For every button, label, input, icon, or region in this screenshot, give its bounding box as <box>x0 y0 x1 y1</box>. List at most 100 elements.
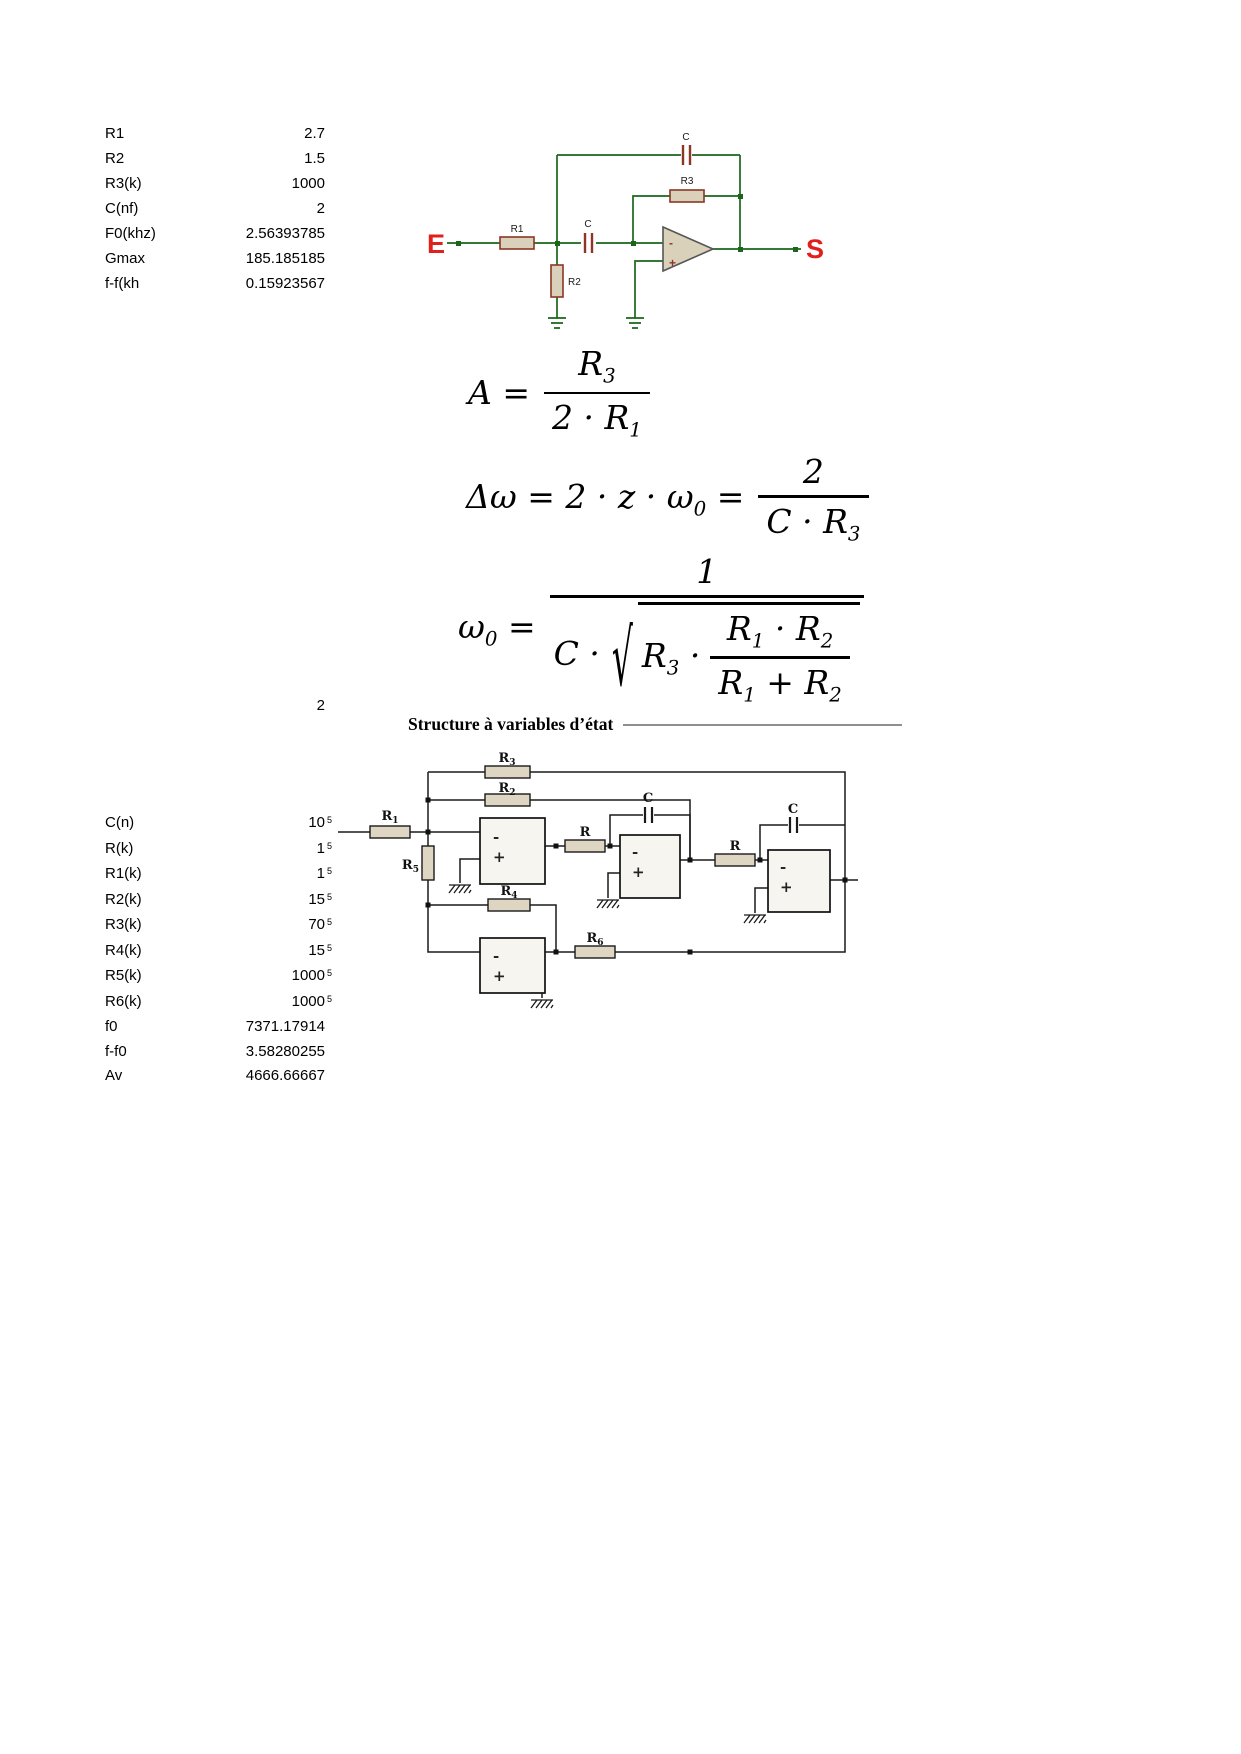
radicand-prefix: R3 · <box>641 635 701 680</box>
fraction-bar <box>758 495 869 498</box>
parameter-table-mfb: R1 2.7 R2 1.5 R3(k) 1000 C(nf) 2 <box>105 121 325 296</box>
table-row: R6(k) 1000 5 <box>105 990 332 1016</box>
param-value: 1.5 <box>304 150 325 167</box>
capacitor-a-icon <box>643 807 654 823</box>
table-row: f0 7371.17914 <box>105 1015 325 1040</box>
param-value: 7371.17914 <box>245 1018 325 1035</box>
label-cb: C <box>788 802 798 817</box>
param-label: R3(k) <box>105 175 142 192</box>
capacitor-series-icon <box>583 233 594 253</box>
param-label: R(k) <box>105 839 134 857</box>
square-root: √ R3 · R1 · R2 R1 + R2 <box>611 601 860 706</box>
param-label: Av <box>105 1067 123 1084</box>
table-row: R4(k) 15 5 <box>105 939 332 965</box>
inner-numerator: R1 · R2 <box>726 608 834 653</box>
param-value: 2.7 <box>304 125 325 142</box>
table-row: Av 4666.66667 <box>105 1064 325 1089</box>
opamp3-plus-label: + <box>780 878 793 896</box>
table-row: R1 2.7 <box>105 121 325 146</box>
output-terminal-label: S <box>806 234 824 264</box>
table-row: R2(k) 15 5 <box>105 888 332 914</box>
param-label: R4(k) <box>105 941 142 959</box>
param-label: R5(k) <box>105 967 142 984</box>
inner-fraction: R1 · R2 R1 + R2 <box>710 608 850 706</box>
radical-sign: √ <box>611 612 633 705</box>
opamp-block-1 <box>479 817 546 885</box>
opamp1-plus-label: + <box>493 848 506 866</box>
capacitor-feedback-icon <box>681 145 692 165</box>
denominator-prefix: C · <box>553 634 600 674</box>
radicand: R3 · R1 · R2 R1 + R2 <box>637 601 860 706</box>
param-value: 4666.66667 <box>245 1067 325 1084</box>
param-label: f-f0 <box>105 1042 127 1060</box>
table-row: Gmax 185.185185 <box>105 246 325 271</box>
resistor-rb-icon <box>714 853 756 867</box>
ground-icon <box>625 317 645 329</box>
input-terminal-label: E <box>427 229 445 259</box>
param-label: C(n) <box>105 814 135 831</box>
formula-lhs: A = <box>468 373 530 413</box>
label-c-series: C <box>584 219 591 230</box>
numerator: 2 <box>802 452 824 491</box>
formula-lhs: ω0 = <box>458 607 536 651</box>
ground-icon <box>530 999 554 1009</box>
param-label: C(nf) <box>105 200 139 217</box>
label-ra: R <box>580 825 591 840</box>
formula-bandwidth: Δω = 2 · z · ω0 = 2 C · R3 <box>466 452 869 545</box>
param-value: 185.185185 <box>245 250 325 267</box>
label-r2: R2 <box>568 277 581 288</box>
formula-gain: A = R3 2 · R1 <box>468 344 650 442</box>
param-value: 1 <box>316 839 325 857</box>
denominator: C · √ R3 · R1 · R2 R1 + R2 <box>550 601 864 706</box>
capacitor-b-icon <box>788 817 799 833</box>
param-label: f0 <box>105 1018 118 1035</box>
label-r4: R4 <box>500 884 517 901</box>
resistor-r5-icon <box>421 845 435 881</box>
ground-icon <box>596 899 620 909</box>
opamp1-minus-label: - <box>493 828 499 846</box>
param-label: R2 <box>105 150 125 167</box>
junction-dots <box>425 797 848 955</box>
fraction: R3 2 · R1 <box>543 344 650 442</box>
param-label: Gmax <box>105 250 146 267</box>
param-label: f-f(kh <box>105 275 140 292</box>
fraction: 2 C · R3 <box>758 452 869 545</box>
param-label: R6(k) <box>105 992 142 1010</box>
param-value: 70 <box>308 916 325 933</box>
ground-icon <box>547 317 567 329</box>
table-row: C(n) 10 5 <box>105 811 332 837</box>
opamp-plus-label: + <box>669 256 676 270</box>
opamp4-minus-label: - <box>493 947 499 965</box>
param-value: 2.56393785 <box>245 225 325 242</box>
formula-center-frequency: ω0 = 1 C · √ R3 · R1 · R2 R1 + R2 <box>458 552 864 706</box>
opamp-block-2 <box>619 834 681 899</box>
section-rule <box>623 723 902 726</box>
resistor-ra-icon <box>564 839 606 853</box>
table-row: R(k) 1 5 <box>105 837 332 863</box>
opamp-block-4 <box>479 937 546 994</box>
formula-lhs: Δω = 2 · z · ω0 = <box>466 476 745 521</box>
param-value: 1 <box>316 865 325 882</box>
resistor-r6-icon <box>574 945 616 959</box>
table-row: C(nf) 2 <box>105 196 325 221</box>
table-row: R3(k) 70 5 <box>105 913 332 939</box>
resistor-r2-icon <box>484 793 531 807</box>
param-value: 1000 <box>291 175 325 192</box>
label-c-feedback: C <box>682 132 689 143</box>
table-row: f-f(kh 0.15923567 <box>105 271 325 296</box>
param-value: 1000 <box>291 992 325 1010</box>
resistor-r3-icon <box>669 189 705 203</box>
parameter-table-state-variable: C(n) 10 5 R(k) 1 5 R1(k) 1 5 R2(k) 15 5 <box>105 811 332 1089</box>
label-r5: R5 <box>402 858 419 875</box>
label-r3: R3 <box>498 751 515 768</box>
stray-cell-value: 2 <box>316 697 325 714</box>
opamp4-plus-label: + <box>493 967 506 985</box>
param-value: 0.15923567 <box>245 275 325 292</box>
param-value: 15 <box>308 890 325 908</box>
section-header: Structure à variables d’état <box>408 714 902 735</box>
param-value: 1000 <box>291 967 325 984</box>
param-value: 2 <box>316 200 325 217</box>
circuit-mfb-bandpass: - + R1 C C R3 R2 E S <box>427 132 824 329</box>
param-value: 10 <box>308 814 325 831</box>
fraction-bar <box>549 595 864 598</box>
